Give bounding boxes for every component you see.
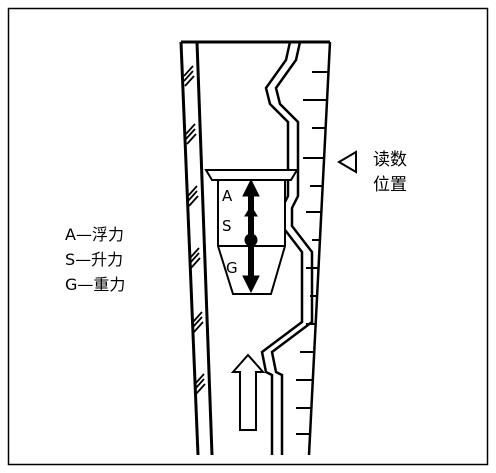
glass-hatch-marks [183, 65, 206, 395]
scale-ticks [296, 71, 328, 435]
scale-outer-line [307, 41, 332, 456]
legend-lift: S—升力 [65, 250, 123, 269]
legend-buoyancy: A—浮力 [65, 225, 124, 244]
float-label-a: A [222, 187, 233, 205]
reading-label-line2: 位置 [373, 175, 407, 195]
float-label-g: G [226, 259, 238, 277]
tube-left-wall [179, 41, 214, 456]
float-label-s: S [222, 217, 232, 235]
force-arrows [242, 178, 260, 294]
flow-arrow-icon [230, 353, 266, 431]
reading-label-line1: 读数 [373, 150, 407, 170]
reading-pointer-icon [337, 150, 357, 174]
legend-gravity: G—重力 [65, 275, 125, 294]
figure-frame [7, 7, 489, 466]
